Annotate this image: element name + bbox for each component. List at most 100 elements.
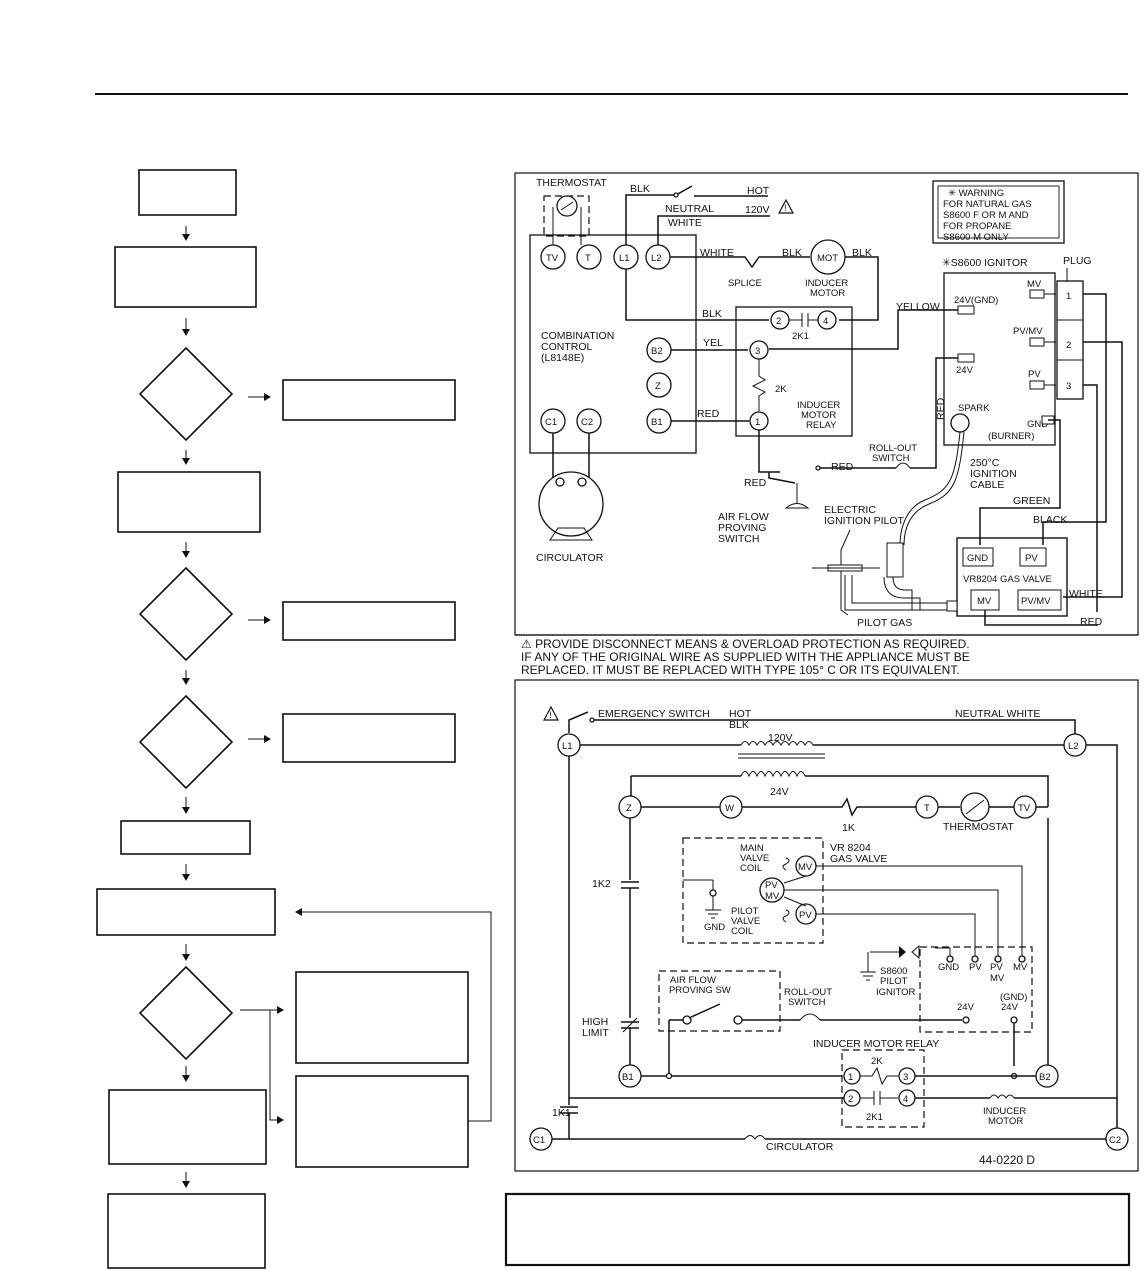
- svg-text:SPLICE: SPLICE: [728, 278, 762, 289]
- svg-text:EMERGENCY SWITCH: EMERGENCY SWITCH: [598, 708, 710, 720]
- flow-box-2: [114, 246, 257, 308]
- svg-text:SWITCH: SWITCH: [788, 997, 826, 1008]
- svg-text:(L8148E): (L8148E): [541, 352, 584, 364]
- svg-text:GREEN: GREEN: [1013, 495, 1050, 507]
- svg-text:BLK: BLK: [630, 183, 650, 195]
- svg-text:3: 3: [755, 346, 760, 357]
- vr8204-gas-valve: [956, 537, 1068, 617]
- svg-text:BLK: BLK: [782, 247, 802, 259]
- flowchart: [96, 169, 492, 1269]
- svg-text:RED: RED: [744, 477, 767, 489]
- svg-text:C2: C2: [1109, 1135, 1121, 1146]
- svg-text:1: 1: [755, 417, 760, 428]
- svg-text:BLK: BLK: [702, 308, 722, 320]
- svg-text:2: 2: [848, 1094, 853, 1105]
- svg-text:RELAY: RELAY: [806, 420, 837, 431]
- svg-text:PV/MV: PV/MV: [1013, 326, 1043, 337]
- svg-text:Z: Z: [626, 803, 632, 814]
- svg-text:✳ WARNING: ✳ WARNING: [948, 188, 1004, 199]
- svg-text:VR8204 GAS VALVE: VR8204 GAS VALVE: [963, 574, 1052, 585]
- note-line-1: ⚠ PROVIDE DISCONNECT MEANS & OVERLOAD PR…: [521, 637, 970, 651]
- svg-text:1K2: 1K2: [592, 878, 611, 890]
- svg-text:BLACK: BLACK: [1033, 514, 1067, 526]
- svg-text:IGNITION: IGNITION: [970, 468, 1017, 480]
- svg-text:BLK: BLK: [729, 719, 749, 731]
- svg-text:T: T: [924, 803, 930, 814]
- svg-text:PILOT: PILOT: [731, 906, 759, 917]
- svg-text:WHITE: WHITE: [668, 217, 702, 229]
- circulator-icon: [538, 471, 604, 537]
- svg-text:L2: L2: [1068, 741, 1079, 752]
- svg-text:HIGH: HIGH: [582, 1016, 608, 1028]
- svg-text:3: 3: [903, 1072, 908, 1083]
- note-line-3: REPLACED. IT MUST BE REPLACED WITH TYPE …: [521, 663, 960, 677]
- drawing-number: 44-0220 D: [979, 1153, 1035, 1167]
- svg-text:BLK: BLK: [852, 247, 872, 259]
- svg-text:YEL: YEL: [703, 337, 723, 349]
- svg-text:GAS VALVE: GAS VALVE: [830, 853, 887, 865]
- schematic-diagram-frame: [514, 679, 1139, 1172]
- svg-text:MV: MV: [798, 862, 813, 873]
- svg-text:RED: RED: [831, 461, 854, 473]
- svg-text:L1: L1: [562, 741, 573, 752]
- s8600-ignitor: [943, 272, 1056, 446]
- svg-text:W: W: [725, 803, 734, 814]
- svg-text:PV: PV: [799, 910, 812, 921]
- svg-text:120V: 120V: [745, 204, 770, 216]
- svg-text:PLUG: PLUG: [1063, 255, 1092, 267]
- svg-text:PROVING: PROVING: [718, 522, 766, 534]
- svg-text:MAIN: MAIN: [740, 843, 764, 854]
- svg-text:HOT: HOT: [747, 185, 770, 197]
- svg-text:RED: RED: [697, 408, 720, 420]
- svg-text:(BURNER): (BURNER): [988, 431, 1034, 442]
- svg-text:INDUCER: INDUCER: [797, 400, 840, 411]
- svg-text:FOR NATURAL GAS: FOR NATURAL GAS: [943, 199, 1032, 210]
- svg-text:MOTOR: MOTOR: [810, 288, 845, 299]
- inducer-motor-relay: [735, 306, 853, 437]
- svg-text:PILOT GAS: PILOT GAS: [857, 617, 912, 629]
- flow-box-3: [117, 471, 261, 533]
- warning-box: [932, 180, 1065, 244]
- flow-box-side-1: [282, 379, 456, 421]
- svg-text:24V: 24V: [956, 365, 974, 376]
- svg-text:COMBINATION: COMBINATION: [541, 330, 614, 342]
- flow-box-7: [107, 1193, 266, 1269]
- svg-text:PV: PV: [969, 962, 982, 973]
- plug: [1056, 280, 1084, 400]
- svg-text:B2: B2: [651, 346, 663, 357]
- svg-text:✳S8600 IGNITOR: ✳S8600 IGNITOR: [942, 257, 1028, 269]
- svg-text:NEUTRAL WHITE: NEUTRAL WHITE: [955, 708, 1040, 720]
- svg-text:24V(GND): 24V(GND): [954, 295, 998, 306]
- svg-text:TV: TV: [1018, 803, 1031, 814]
- svg-text:COIL: COIL: [740, 863, 762, 874]
- combination-control: [529, 234, 697, 454]
- svg-text:WHITE: WHITE: [1069, 588, 1103, 600]
- svg-text:LIMIT: LIMIT: [582, 1027, 609, 1039]
- flow-decision-2: [138, 566, 234, 662]
- svg-text:B1: B1: [651, 417, 663, 428]
- svg-text:MOT: MOT: [817, 253, 838, 264]
- svg-text:AIR FLOW: AIR FLOW: [718, 511, 769, 523]
- svg-text:GND: GND: [967, 553, 988, 564]
- svg-text:INDUCER: INDUCER: [983, 1106, 1026, 1117]
- flow-decision-1: [138, 346, 234, 442]
- svg-text:1: 1: [1066, 291, 1071, 302]
- flow-box-side-5: [295, 1075, 469, 1168]
- svg-text:S8600 M ONLY: S8600 M ONLY: [943, 232, 1009, 243]
- svg-text:IGNITION PILOT: IGNITION PILOT: [824, 515, 905, 527]
- svg-text:FOR PROPANE: FOR PROPANE: [943, 221, 1011, 232]
- svg-text:VALVE: VALVE: [740, 853, 769, 864]
- svg-text:VALVE: VALVE: [731, 916, 760, 927]
- svg-text:AIR FLOW: AIR FLOW: [670, 975, 716, 986]
- svg-text:PV: PV: [1025, 553, 1038, 564]
- svg-text:ROLL-OUT: ROLL-OUT: [784, 987, 832, 998]
- svg-text:MV: MV: [1013, 962, 1028, 973]
- svg-text:2: 2: [1066, 340, 1071, 351]
- svg-text:CONTROL: CONTROL: [541, 341, 592, 353]
- svg-text:C1: C1: [533, 1135, 545, 1146]
- svg-text:GND: GND: [704, 922, 725, 933]
- spark-terminal: [950, 413, 970, 433]
- svg-text:24V: 24V: [957, 1002, 975, 1013]
- svg-text:1: 1: [848, 1072, 853, 1083]
